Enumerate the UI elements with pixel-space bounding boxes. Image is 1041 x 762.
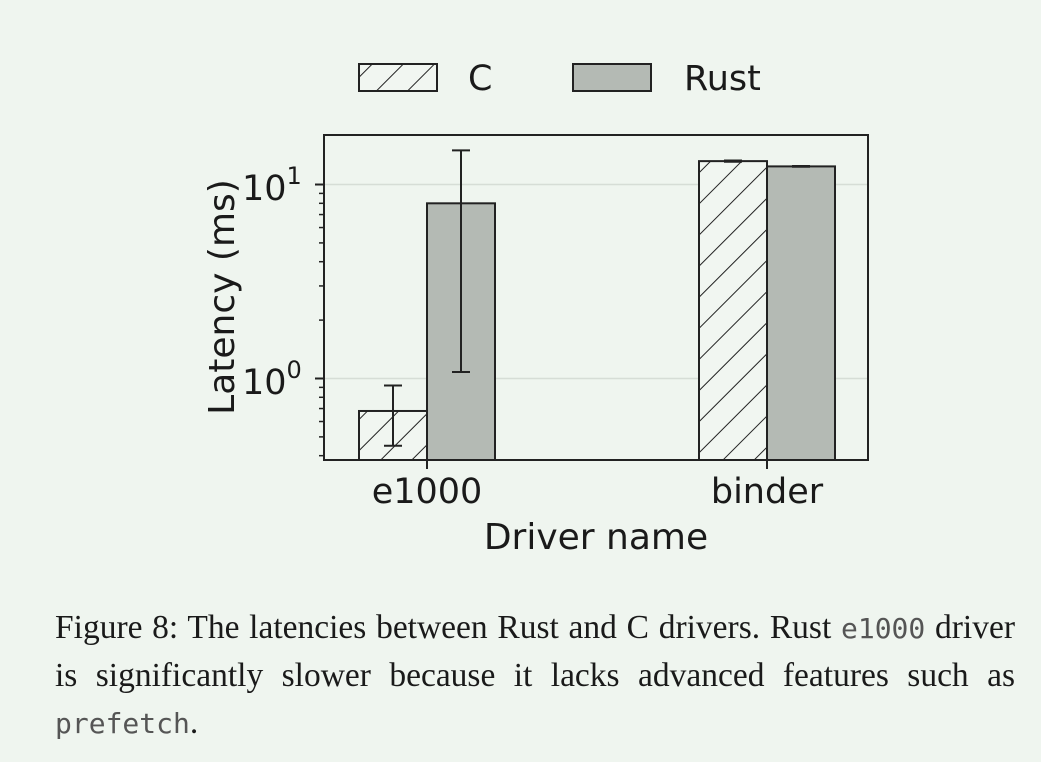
bar-rust-binder bbox=[766, 165, 836, 462]
legend-swatch-c bbox=[358, 63, 438, 92]
y-tick-labels: 101 100 bbox=[242, 162, 302, 403]
legend-swatch-rust bbox=[572, 63, 652, 92]
y-tick-label-1: 101 bbox=[242, 162, 302, 209]
caption-text: Figure 8: The latencies between Rust and… bbox=[55, 609, 841, 646]
x-axis-title: Driver name bbox=[484, 517, 708, 558]
bars bbox=[358, 160, 836, 462]
plot-frame bbox=[323, 134, 869, 461]
x-tick-label-e1000: e1000 bbox=[372, 472, 483, 512]
legend: C Rust bbox=[358, 59, 761, 99]
bar-chart: C Rust 101 100 e1000 binder Driver name … bbox=[202, 59, 869, 558]
y-axis-title: Latency (ms) bbox=[202, 179, 243, 415]
y-tick-exponent-1: 1 bbox=[287, 162, 302, 190]
x-tick-label-binder: binder bbox=[711, 472, 824, 512]
y-tick-exponent-0: 0 bbox=[287, 356, 302, 384]
caption-code-e1000: e1000 bbox=[840, 612, 926, 645]
legend-label-rust: Rust bbox=[684, 59, 761, 99]
figure-caption: Figure 8: The latencies between Rust and… bbox=[55, 604, 1015, 747]
error-bars bbox=[384, 149, 810, 447]
bar-c-binder bbox=[698, 160, 768, 461]
caption-text: . bbox=[189, 704, 199, 741]
y-tick-label-0: 100 bbox=[242, 356, 302, 403]
legend-label-c: C bbox=[468, 59, 492, 99]
caption-text: driver is significantly slower because i… bbox=[55, 609, 1015, 694]
caption-code-prefetch: prefetch bbox=[55, 707, 190, 740]
axis-ticks bbox=[315, 183, 768, 469]
